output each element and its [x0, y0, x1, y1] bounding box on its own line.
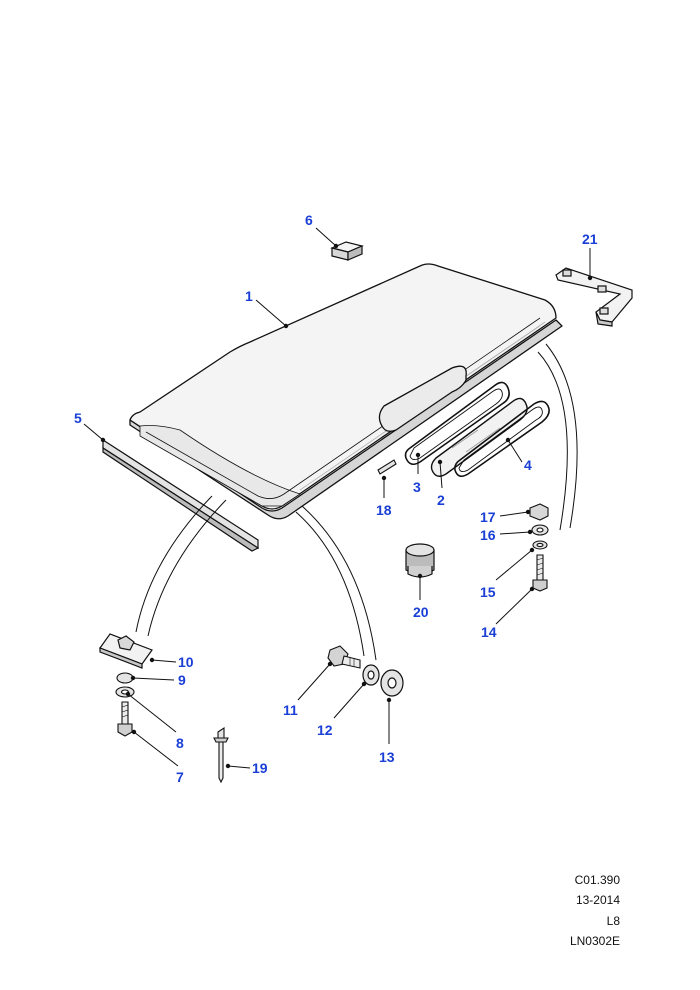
nut-17	[529, 503, 549, 521]
leader-dot-14	[529, 586, 535, 592]
leader-line-19	[227, 765, 251, 769]
reference-level: L8	[606, 914, 620, 928]
callout-2: 2	[437, 492, 445, 508]
leader-line-10	[151, 659, 177, 663]
leader-line-16	[499, 531, 531, 535]
leader-dot-1	[283, 323, 289, 329]
washer-15	[532, 540, 548, 550]
washer-8	[115, 686, 135, 698]
leader-line-2	[439, 461, 443, 489]
leader-dot-19	[225, 763, 231, 769]
callout-18: 18	[376, 502, 392, 518]
reference-drawing-number: LN0302E	[569, 934, 620, 948]
callout-13: 13	[379, 749, 395, 765]
window-seal-4	[454, 400, 550, 478]
leader-dot-18	[381, 475, 387, 481]
callout-12: 12	[317, 722, 333, 738]
leader-line-14	[495, 588, 533, 625]
leader-dot-16	[527, 529, 533, 535]
reference-code: C01.390	[574, 873, 620, 887]
leader-dot-8	[125, 691, 131, 697]
callout-4: 4	[524, 457, 532, 473]
leader-dot-9	[130, 675, 136, 681]
leader-line-5	[83, 423, 104, 441]
callout-14: 14	[481, 624, 497, 640]
bolt-7	[117, 701, 133, 737]
pad-6	[330, 241, 364, 261]
callout-3: 3	[413, 479, 421, 495]
spacer-20	[405, 543, 435, 578]
leader-line-11	[297, 663, 331, 701]
leader-dot-7	[131, 729, 137, 735]
leader-line-17	[499, 511, 529, 517]
plate-nut-10	[99, 633, 153, 669]
window-glass-2	[430, 397, 528, 477]
leader-line-9	[132, 677, 175, 681]
callout-17: 17	[480, 509, 496, 525]
assembly-guide-lines	[135, 343, 578, 661]
washer-13	[380, 669, 404, 697]
rivet-19	[213, 726, 229, 784]
leader-line-8	[127, 693, 177, 733]
callout-6: 6	[305, 212, 313, 228]
washer-9	[116, 672, 134, 684]
callout-11: 11	[283, 702, 298, 718]
window-seal-3	[404, 381, 510, 466]
spring-washer-12	[362, 664, 380, 686]
seal-strip	[102, 438, 260, 552]
leader-line-1	[255, 299, 287, 327]
leader-dot-4	[505, 437, 511, 443]
reference-date: 13-2014	[575, 893, 620, 907]
callout-5: 5	[74, 410, 82, 426]
pin-18	[377, 459, 397, 475]
bolt-14	[532, 554, 548, 592]
callout-16: 16	[480, 527, 496, 543]
callout-9: 9	[178, 672, 186, 688]
leader-dot-17	[525, 509, 531, 515]
leader-dot-5	[100, 437, 106, 443]
callout-21: 21	[582, 231, 598, 247]
leader-line-6	[315, 227, 337, 247]
leader-line-15	[495, 549, 533, 581]
callout-20: 20	[413, 604, 429, 620]
callout-10: 10	[178, 654, 194, 670]
leader-dot-6	[333, 243, 339, 249]
callout-8: 8	[176, 735, 184, 751]
leader-dot-2	[437, 459, 443, 465]
callout-15: 15	[480, 584, 496, 600]
leader-dot-11	[327, 661, 333, 667]
leader-dot-10	[149, 657, 155, 663]
leader-dot-21	[587, 275, 593, 281]
washer-16	[531, 524, 549, 536]
leader-line-7	[133, 731, 179, 767]
leader-line-12	[333, 683, 365, 719]
callout-7: 7	[176, 769, 184, 785]
roof-panel	[129, 263, 563, 520]
leader-dot-15	[529, 547, 535, 553]
leader-dot-20	[417, 573, 423, 579]
callout-19: 19	[252, 760, 268, 776]
leader-dot-12	[361, 681, 367, 687]
leader-dot-3	[415, 452, 421, 458]
bracket-21	[555, 267, 633, 327]
bolt-11	[327, 645, 361, 669]
callout-1: 1	[245, 288, 253, 304]
leader-dot-13	[386, 697, 392, 703]
leader-line-4	[507, 439, 523, 463]
leader-lines	[83, 227, 593, 769]
